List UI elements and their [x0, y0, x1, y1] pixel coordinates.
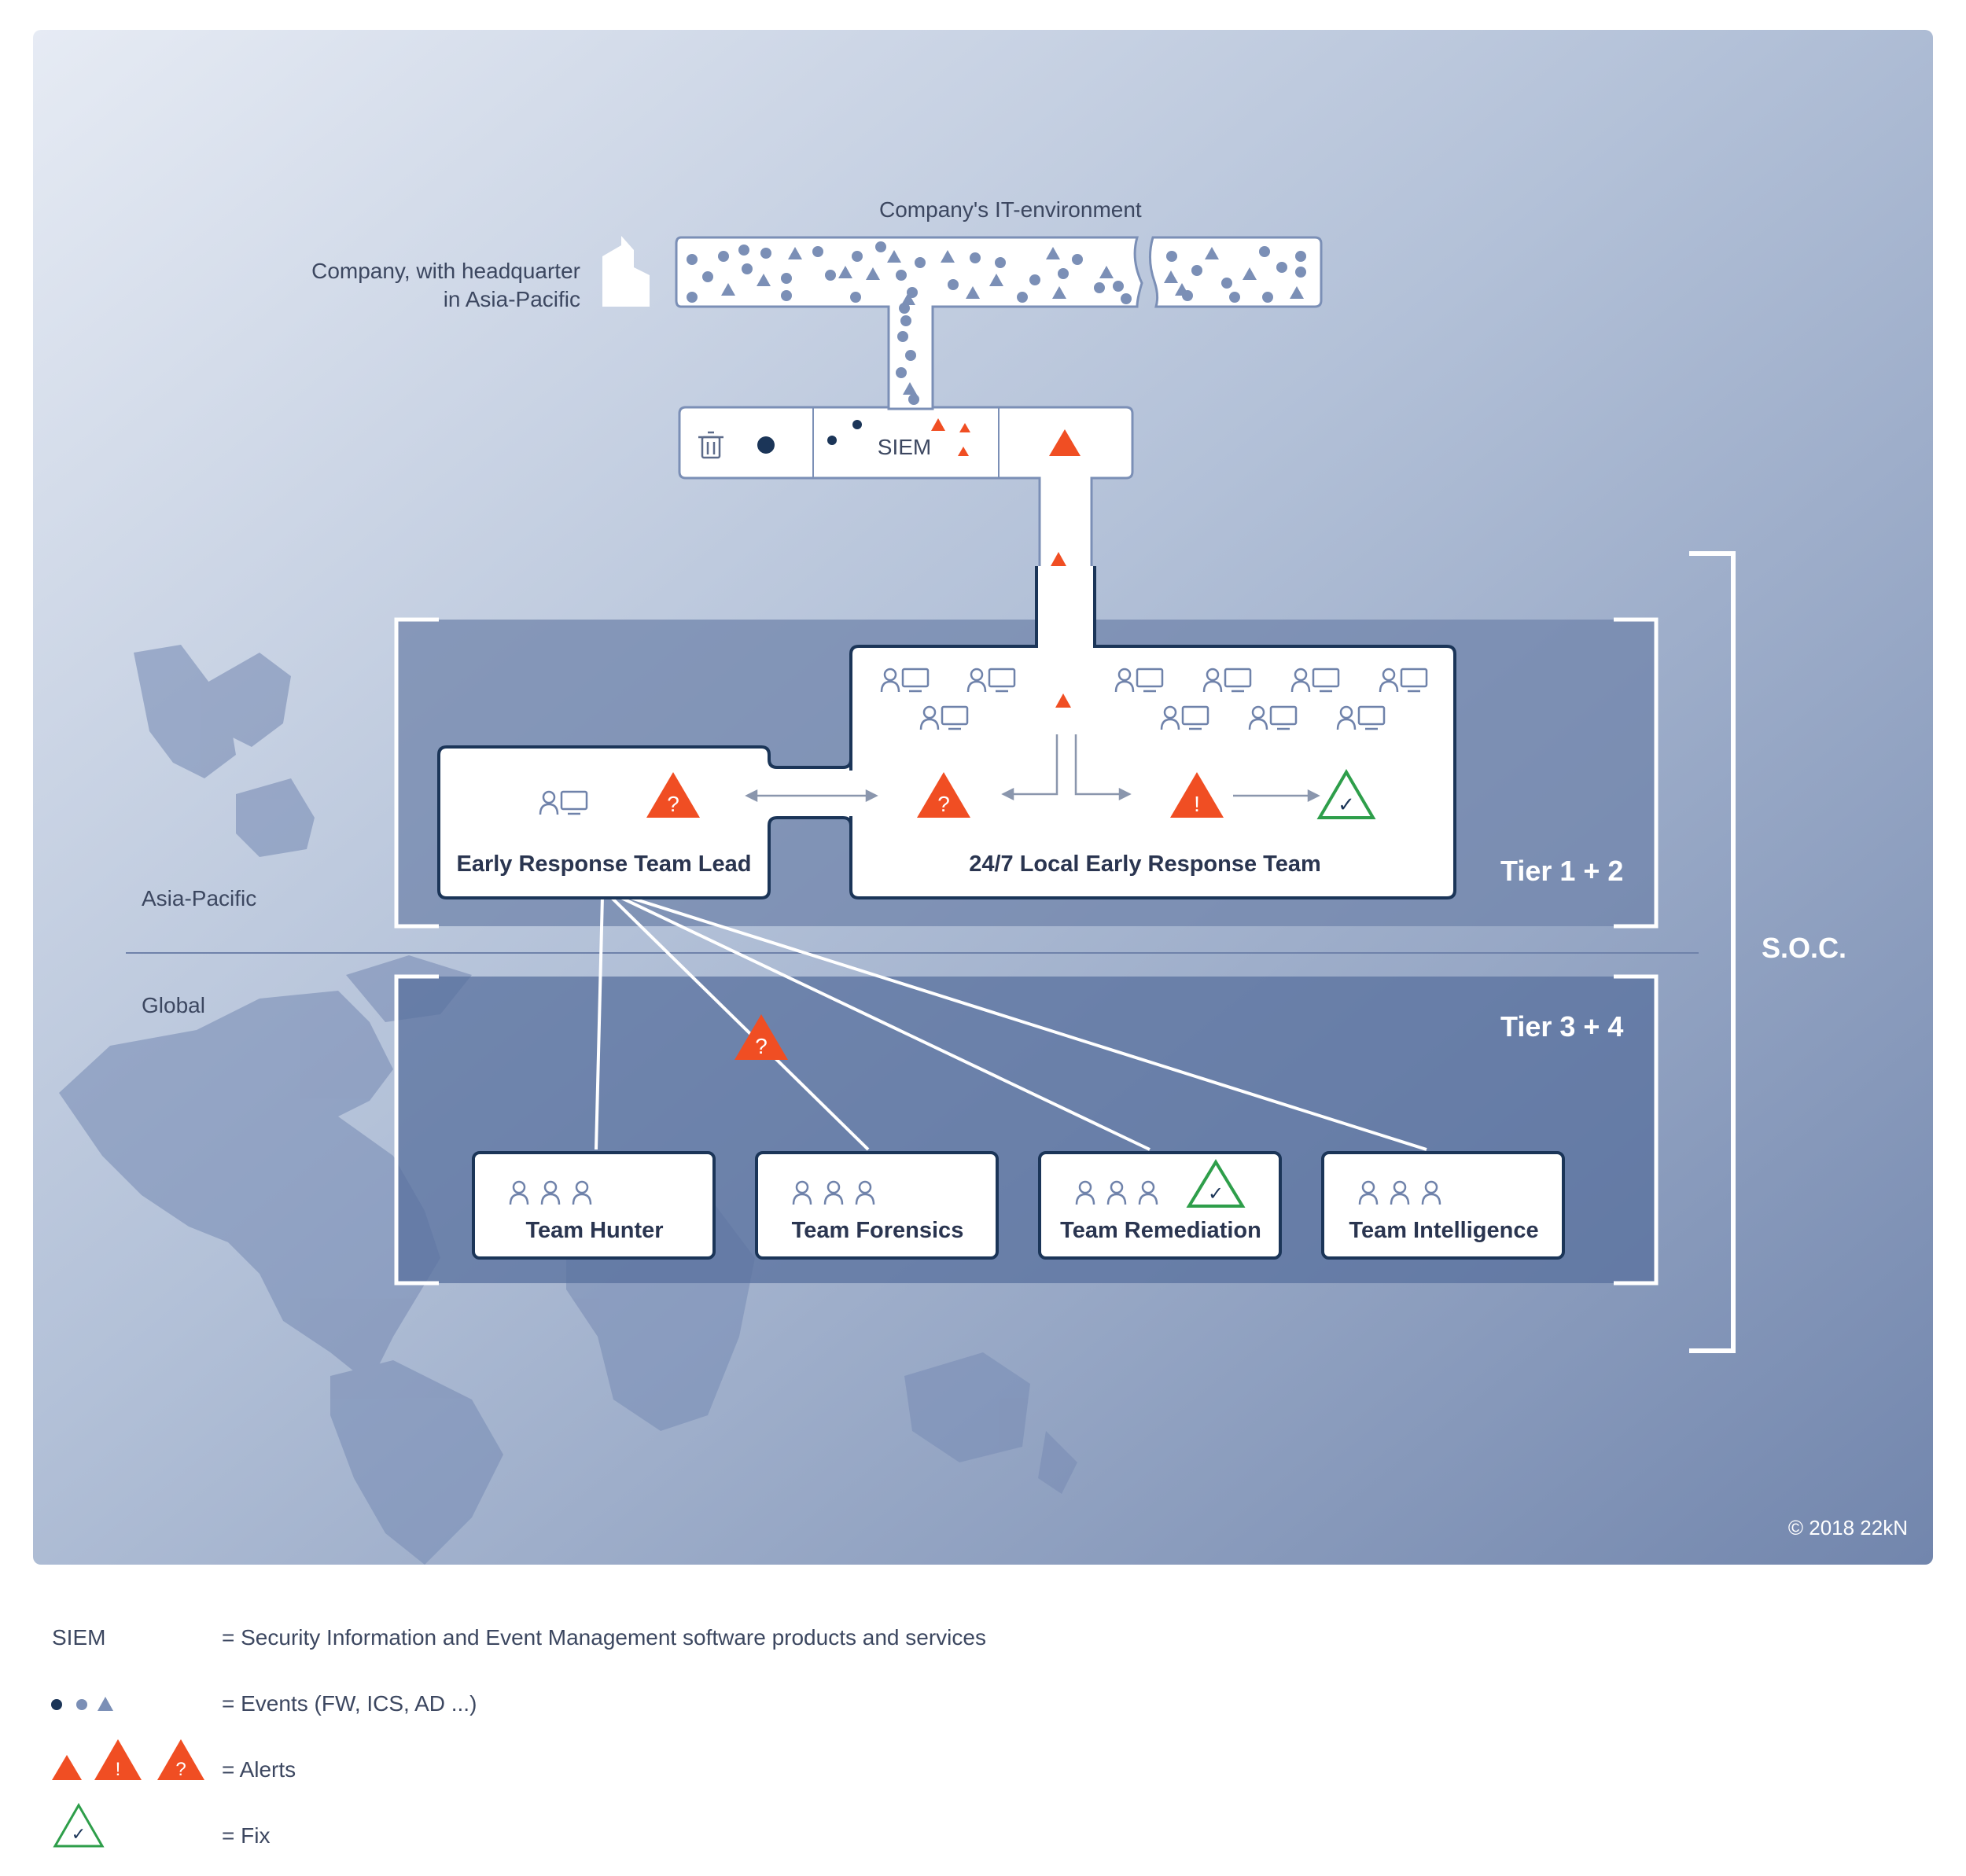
region-global: Global [142, 993, 205, 1017]
svg-text:Team Remediation: Team Remediation [1060, 1218, 1261, 1243]
dropped-event-icon [757, 436, 775, 454]
legend-fix-icon: ✓ [53, 1802, 105, 1848]
escalation-alert-icon: ? [734, 1014, 788, 1060]
team-box-hunter: Team Hunter [472, 1151, 716, 1260]
lead-label: Early Response Team Lead [456, 852, 751, 877]
team-box-intelligence: Team Intelligence [1321, 1151, 1565, 1260]
legend-def-siem: = Security Information and Event Managem… [222, 1625, 986, 1650]
legend-alerts-icon: ! ? [52, 1739, 204, 1780]
alert-exclaim-icon: ! [1170, 772, 1224, 818]
world-map [59, 645, 1077, 1565]
legend-def-fix: = Fix [222, 1823, 270, 1848]
alert-question-icon: ? [646, 772, 700, 818]
incoming-alert-icon [1055, 693, 1071, 708]
tier-brackets [394, 617, 1659, 1286]
event-dots [687, 241, 1306, 405]
event-dark-icon [852, 420, 862, 429]
svg-text:?: ? [175, 1759, 186, 1780]
local-team-label: 24/7 Local Early Response Team [969, 852, 1321, 877]
svg-text:!: ! [1194, 792, 1200, 816]
event-dark-icon [827, 436, 837, 445]
fix-icon [1186, 1159, 1246, 1208]
svg-text:✓: ✓ [1338, 793, 1355, 816]
siem-box [678, 406, 1134, 576]
alert-channel [1038, 569, 1093, 656]
tier-1-2-label: Tier 1 + 2 [1500, 855, 1623, 887]
legend-events-icon [51, 1697, 113, 1711]
trash-icon [698, 431, 723, 459]
soc-bracket [1689, 551, 1736, 1353]
svg-text:Team Intelligence: Team Intelligence [1349, 1218, 1538, 1243]
svg-text:?: ? [667, 792, 679, 816]
svg-text:✓: ✓ [72, 1824, 86, 1844]
svg-text:!: ! [116, 1759, 121, 1780]
it-environment-label: Company's IT-environment [879, 197, 1142, 222]
legend: SIEM = Security Information and Event Ma… [51, 1625, 986, 1848]
company-label-line2: in Asia-Pacific [444, 287, 580, 311]
siem-label: SIEM [878, 435, 931, 459]
svg-text:Team Forensics: Team Forensics [792, 1218, 964, 1243]
team-connection-lines [595, 895, 1427, 1151]
region-asia-pacific: Asia-Pacific [142, 886, 256, 910]
svg-text:Team Hunter: Team Hunter [525, 1218, 663, 1243]
soc-label: S.O.C. [1762, 932, 1846, 964]
copyright: © 2018 22kN [1788, 1516, 1908, 1539]
building-icon [602, 236, 650, 307]
fix-icon: ✓ [1316, 769, 1376, 819]
svg-text:?: ? [755, 1034, 768, 1058]
tier-1-2-boxes [437, 566, 1456, 899]
team-box-forensics: Team Forensics [755, 1151, 999, 1260]
company-label-line1: Company, with headquarter [311, 259, 580, 283]
legend-def-events: = Events (FW, ICS, AD ...) [222, 1691, 477, 1716]
team-box-remediation: ✓ Team Remediation [1038, 1151, 1282, 1260]
legend-term-siem: SIEM [52, 1625, 105, 1650]
svg-text:✓: ✓ [1208, 1183, 1224, 1205]
alert-question-icon: ? [917, 772, 970, 818]
legend-def-alerts: = Alerts [222, 1757, 296, 1782]
svg-text:?: ? [937, 792, 950, 816]
tier-3-4-label: Tier 3 + 4 [1500, 1010, 1623, 1043]
flow-arrows [745, 734, 1320, 803]
